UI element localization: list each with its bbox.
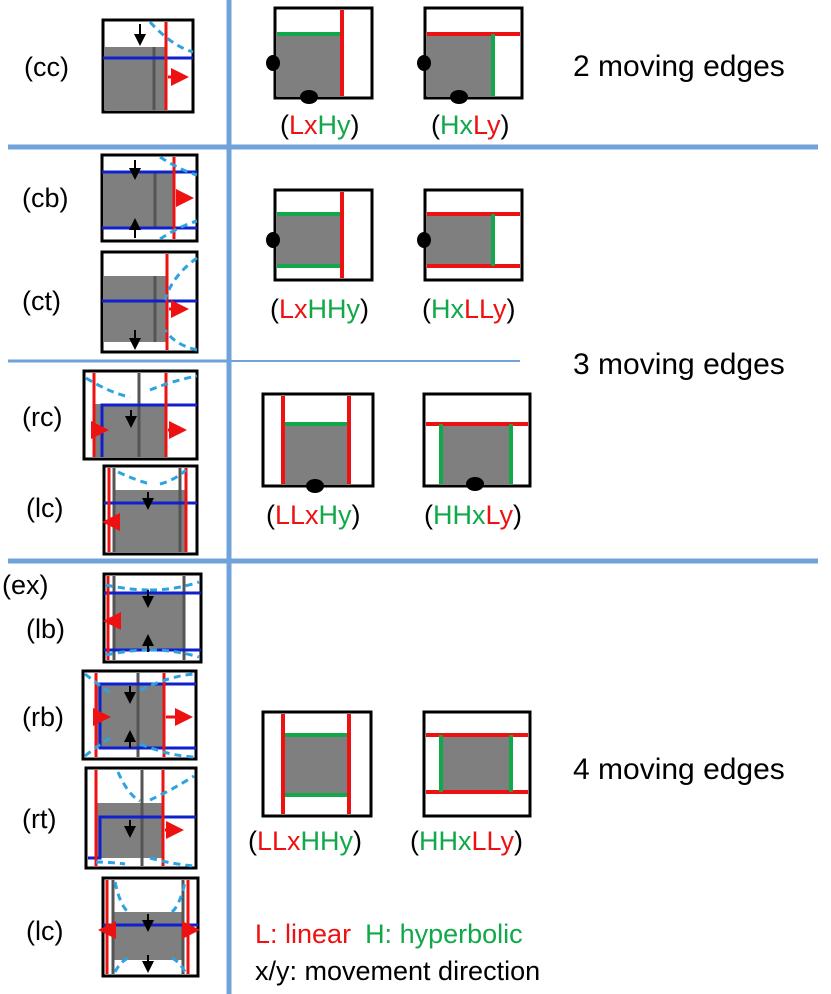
diagram-lxhy (266, 6, 374, 104)
legend-hyperbolic: H: hyperbolic (365, 919, 523, 949)
thumbnail-rb (81, 669, 198, 761)
legend-linear: L: linear (255, 919, 352, 949)
caption-hxly: (HxLy) (431, 110, 510, 140)
diagram-hxly (417, 6, 524, 104)
thumbnail-lb (102, 572, 203, 664)
diagram-hhxlly (422, 710, 532, 818)
section-label-3-moving-edges: 3 moving edges (573, 348, 785, 381)
diagram-lxhhy (266, 188, 374, 282)
caption-llxhhy: (LLxHHy) (248, 826, 363, 856)
thumbnail-rt (84, 766, 198, 870)
thumbnail-lc-bottom (98, 876, 200, 978)
caption-hhxly: (HHxLy) (424, 500, 523, 530)
caption-lxhhy: (LxHHy) (270, 294, 370, 324)
thumbnail-lc-top (102, 464, 199, 556)
thumbnail-rc (82, 369, 199, 461)
caption-hxlly: (HxLLy) (422, 294, 516, 324)
dividers (8, 0, 818, 994)
caption-hhxlly: (HHxLLy) (410, 826, 524, 856)
row-label-cc: (cc) (24, 52, 69, 82)
diagram-llxhhy (261, 710, 373, 818)
section-label-4-moving-edges: 4 moving edges (573, 753, 785, 786)
row-label-rc: (rc) (22, 402, 63, 432)
diagram-hhxly (422, 392, 532, 491)
thumbnail-cb (100, 153, 199, 243)
caption-lxhy: (LxHy) (280, 110, 360, 140)
caption-llxhy: (LLxHy) (266, 500, 361, 530)
row-label-lb: (lb) (26, 614, 65, 644)
row-label-ex: (ex) (2, 570, 49, 600)
section-label-2-moving-edges: 2 moving edges (573, 50, 785, 83)
row-label-lc-top: (lc) (26, 493, 64, 523)
row-label-cb: (cb) (22, 183, 69, 213)
legend-direction: x/y: movement direction (255, 956, 541, 986)
diagram-llxhy (261, 392, 375, 493)
legend-line-1: L: linear H: hyperbolic (255, 921, 523, 948)
row-label-ct: (ct) (22, 286, 61, 316)
row-label-rb: (rb) (22, 702, 64, 732)
diagram-hxlly (417, 188, 524, 282)
thumbnail-cc (101, 18, 195, 114)
row-label-rt: (rt) (22, 804, 57, 834)
row-label-lc-bottom: (lc) (26, 916, 64, 946)
thumbnail-ct (100, 250, 199, 354)
